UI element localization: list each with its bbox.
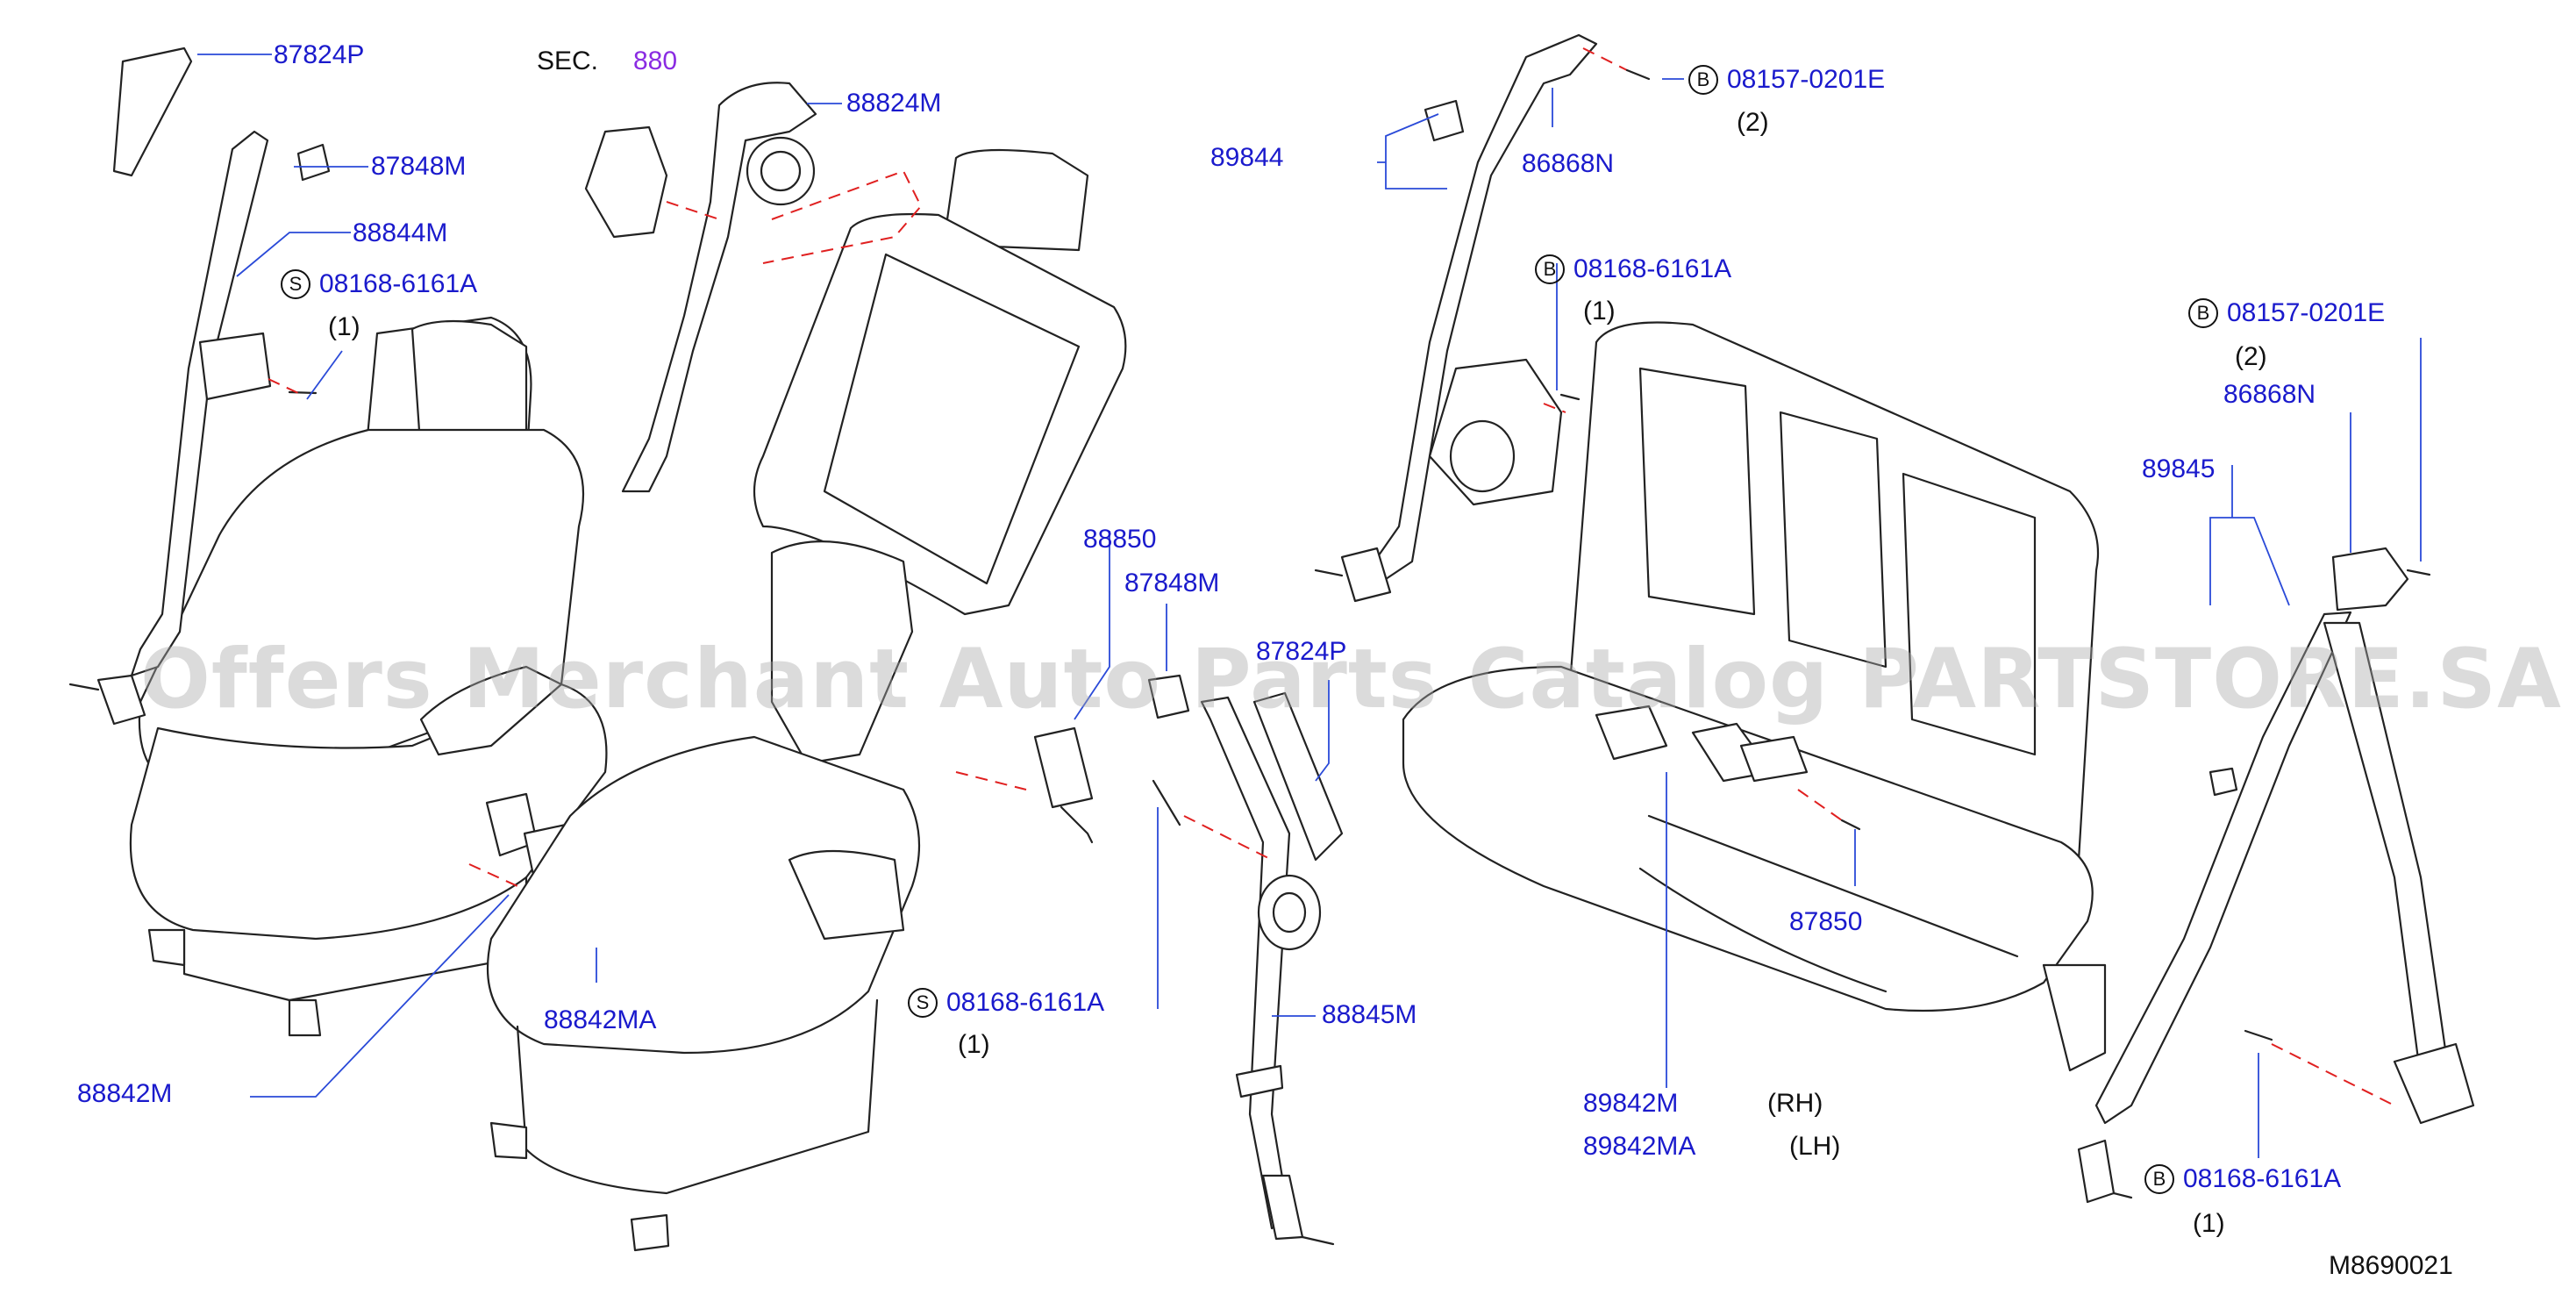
- part-label-88842MA[interactable]: 88842MA: [544, 1005, 657, 1034]
- bolt-code-number: 08168-6161A: [2183, 1164, 2342, 1193]
- part-label-87848M-b[interactable]: 87848M: [1124, 569, 1220, 597]
- part-label-87850[interactable]: 87850: [1789, 907, 1863, 936]
- part-label-87824P[interactable]: 87824P: [274, 40, 365, 69]
- bolt-code-number: 08157-0201E: [2227, 298, 2386, 327]
- part-label-89845[interactable]: 89845: [2142, 454, 2216, 483]
- part-label-87824P-b[interactable]: 87824P: [1256, 637, 1347, 666]
- bolt-qty: (1): [958, 1030, 990, 1059]
- part-label-87848M[interactable]: 87848M: [371, 152, 467, 181]
- bolt-badge: B: [1535, 254, 1565, 284]
- watermark-text: Offers Merchant Auto Parts Catalog PARTS…: [140, 632, 2562, 727]
- belt-88845M: [1152, 691, 1344, 1246]
- part-label-89842MA[interactable]: 89842MA: [1583, 1132, 1696, 1161]
- part-label-88845M[interactable]: 88845M: [1322, 1000, 1417, 1029]
- bolt-code-number: 08168-6161A: [1573, 254, 1732, 283]
- bolt-code-number: 08168-6161A: [319, 269, 478, 298]
- part-label-89842M[interactable]: 89842M: [1583, 1089, 1679, 1118]
- belt-88824M: [584, 82, 923, 493]
- bolt-code-08157-0201E-b1[interactable]: B 08157-0201E: [1688, 65, 1885, 95]
- part-label-86868N[interactable]: 86868N: [1522, 149, 1615, 178]
- bolt-code-08168-6161A-b2[interactable]: B 08168-6161A: [2144, 1164, 2341, 1194]
- part-label-88824M[interactable]: 88824M: [846, 89, 942, 118]
- second-row-seat: [486, 148, 1127, 1252]
- bolt-badge: B: [2188, 298, 2218, 328]
- part-label-88842M[interactable]: 88842M: [77, 1079, 173, 1108]
- front-seat-left: [129, 316, 608, 1037]
- bolt-qty: (2): [2235, 342, 2267, 371]
- sec-prefix: SEC.: [537, 46, 599, 75]
- bolt-code-08168-6161A-s1[interactable]: S 08168-6161A: [281, 269, 477, 299]
- buckle-88850: [955, 674, 1190, 844]
- leader-lines: [197, 54, 2422, 1158]
- bolt-badge: S: [908, 988, 938, 1018]
- part-label-86868N-b[interactable]: 86868N: [2223, 380, 2316, 409]
- bolt-code-08157-0201E-b2[interactable]: B 08157-0201E: [2188, 298, 2385, 328]
- bolt-code-08168-6161A-b1[interactable]: B 08168-6161A: [1535, 254, 1731, 284]
- bolt-badge: S: [281, 269, 310, 299]
- bolt-badge: B: [1688, 65, 1718, 95]
- bolt-qty: (2): [1737, 108, 1769, 137]
- drawing-id: M8690021: [2329, 1251, 2453, 1280]
- side-label-rh: (RH): [1767, 1089, 1823, 1118]
- belt-89844: [1314, 33, 1651, 603]
- bolt-qty: (1): [328, 312, 360, 341]
- bolt-code-number: 08157-0201E: [1727, 65, 1886, 94]
- belt-88844M: [68, 46, 331, 726]
- side-label-lh: (LH): [1789, 1132, 1841, 1161]
- part-label-88850[interactable]: 88850: [1083, 525, 1157, 554]
- bolt-qty: (1): [1583, 297, 1616, 326]
- bolt-qty: (1): [2193, 1209, 2225, 1238]
- bolt-code-08168-6161A-s2[interactable]: S 08168-6161A: [908, 988, 1104, 1018]
- sec-number-link[interactable]: 880: [633, 46, 678, 75]
- part-label-89844[interactable]: 89844: [1210, 143, 1284, 172]
- belt-89845: [2077, 547, 2475, 1204]
- third-row-bench: [1402, 321, 2107, 1072]
- bolt-badge: B: [2144, 1164, 2174, 1194]
- bolt-code-number: 08168-6161A: [946, 988, 1105, 1017]
- part-label-88844M[interactable]: 88844M: [353, 218, 448, 247]
